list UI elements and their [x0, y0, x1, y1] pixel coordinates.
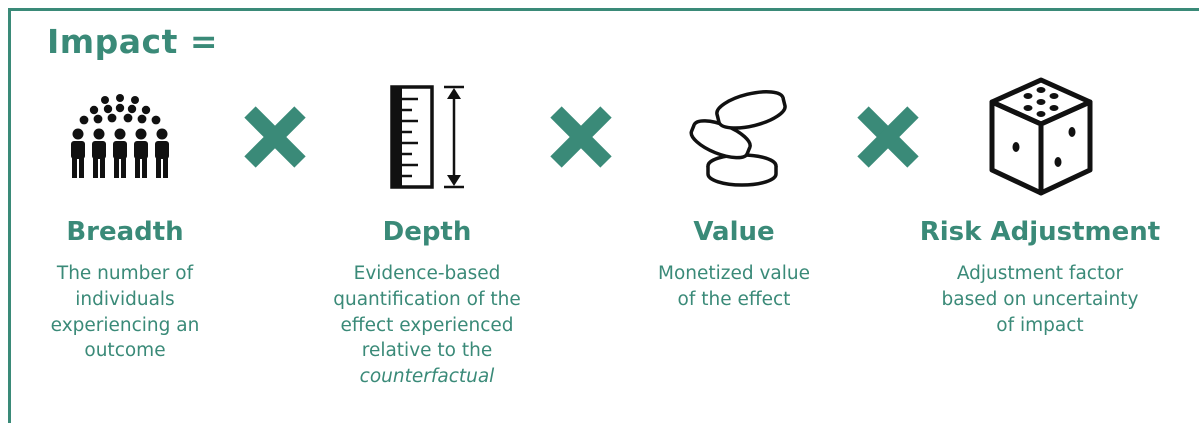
description-line: The number of — [56, 263, 194, 284]
description-line: experiencing an — [50, 314, 200, 336]
factor-risk-adjustment: Risk Adjustment Adjustment factor based … — [900, 212, 1180, 338]
description-line: Monetized value — [657, 263, 811, 284]
crowd-of-people-icon — [71, 94, 169, 178]
factor-value: Value Monetized value of the effect — [594, 212, 874, 313]
frame-left-border — [8, 8, 11, 423]
factor-description: Adjustment factor based on uncertainty o… — [900, 261, 1180, 338]
description-line: of the effect — [677, 288, 791, 310]
description-line: relative to the — [361, 340, 493, 362]
ruler-measure-icon — [390, 85, 464, 189]
factor-breadth: Breadth The number of individuals experi… — [0, 212, 265, 364]
factor-depth: Depth Evidence-based quantification of t… — [287, 212, 567, 390]
factor-title: Value — [693, 217, 775, 247]
factor-description: Monetized value of the effect — [594, 261, 874, 313]
description-line-italic: counterfactual — [359, 366, 495, 388]
multiply-icon — [857, 106, 919, 168]
multiply-icon — [244, 106, 306, 168]
description-line: Evidence-based — [353, 263, 501, 284]
factor-title: Risk Adjustment — [919, 217, 1161, 247]
frame-top-border — [8, 8, 1199, 11]
dice-icon — [989, 77, 1093, 196]
description-line: individuals — [75, 288, 175, 310]
description-line: effect experienced — [340, 314, 514, 336]
factor-title: Depth — [382, 217, 472, 247]
description-line: Adjustment factor — [956, 263, 1124, 284]
factor-title: Breadth — [66, 217, 184, 247]
coins-icon — [689, 89, 787, 187]
factor-description: The number of individuals experiencing a… — [0, 261, 265, 364]
description-line: based on uncertainty — [941, 288, 1139, 310]
description-line: outcome — [84, 340, 166, 362]
multiply-icon — [550, 106, 612, 168]
factor-description: Evidence-based quantification of the eff… — [287, 261, 567, 390]
impact-title: Impact = — [47, 22, 219, 61]
description-line: quantification of the — [333, 288, 521, 310]
description-line: of impact — [996, 314, 1084, 336]
